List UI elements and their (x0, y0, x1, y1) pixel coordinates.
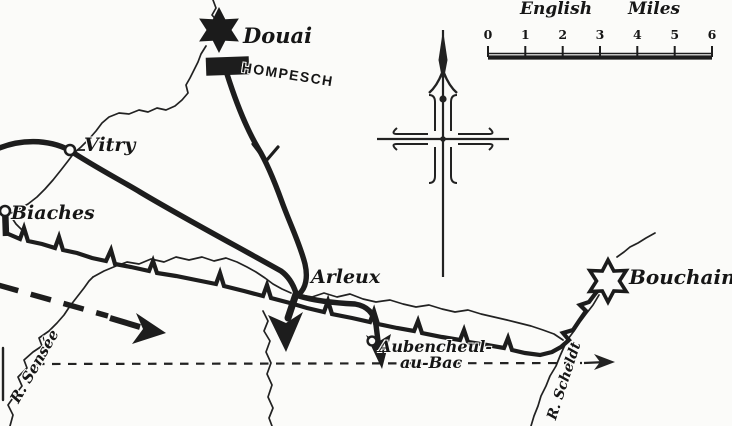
route-vitry-to-arleux (0, 138, 299, 296)
advance-arrow-head (132, 313, 166, 344)
arleux-attack-arrow-head (268, 312, 303, 352)
canal-along-front-east (299, 292, 564, 341)
river-south-of-arleux (262, 310, 274, 426)
river-sensee-line (7, 276, 94, 426)
vitry-label: Vitry (84, 134, 136, 156)
compass-flukes (428, 72, 458, 94)
arleux-label: Arleux (311, 266, 381, 288)
bouchain-star-icon (586, 256, 630, 306)
scale-bar-title: English Miles (520, 0, 681, 19)
biaches-circle-marker (0, 204, 12, 218)
canal-along-front-west (92, 256, 292, 294)
fine-dashed-line (35, 361, 583, 366)
scale-tick-6: 6 (707, 27, 717, 42)
scale-tick-1: 1 (520, 27, 530, 42)
scale-tick-2: 2 (558, 27, 568, 42)
aubencheul-label-line1: Aubencheul- (379, 337, 492, 356)
douai-star-icon (199, 7, 239, 53)
compass-brackets (392, 94, 494, 184)
front-line-jagged (5, 221, 607, 358)
scale-tick-0: 0 (483, 27, 493, 42)
route-arleux-to-aubencheul (296, 293, 381, 344)
scale-tick-3: 3 (595, 27, 605, 42)
bouchain-label: Bouchain (629, 265, 732, 289)
fine-dashed-arrow-head (594, 354, 615, 370)
heavy-dashed-line (0, 282, 109, 319)
compass-north-spear (438, 30, 448, 84)
river-scheldt-line-north (616, 232, 656, 258)
route-direction-chevron (251, 142, 280, 163)
vitry-circle-marker (63, 143, 77, 157)
scale-tick-5: 5 (670, 27, 680, 42)
scale-bar-ticks (487, 46, 713, 57)
scale-bar (487, 46, 713, 60)
advance-arrow-shaft (109, 315, 141, 330)
compass-center-dot (440, 136, 446, 142)
douai-label: Douai (243, 23, 313, 48)
biaches-label: Biaches (11, 202, 95, 224)
hompesch-block-marker (205, 56, 250, 76)
route-hompesch-to-arleux (224, 71, 310, 297)
aubencheul-label-line2: au-Bac (400, 353, 463, 372)
compass-rose-icon (377, 30, 509, 277)
scale-tick-4: 4 (632, 27, 642, 42)
compass-bead (439, 95, 447, 103)
arleux-arrow-shaft (284, 290, 300, 322)
aubencheul-circle-marker (366, 335, 378, 347)
